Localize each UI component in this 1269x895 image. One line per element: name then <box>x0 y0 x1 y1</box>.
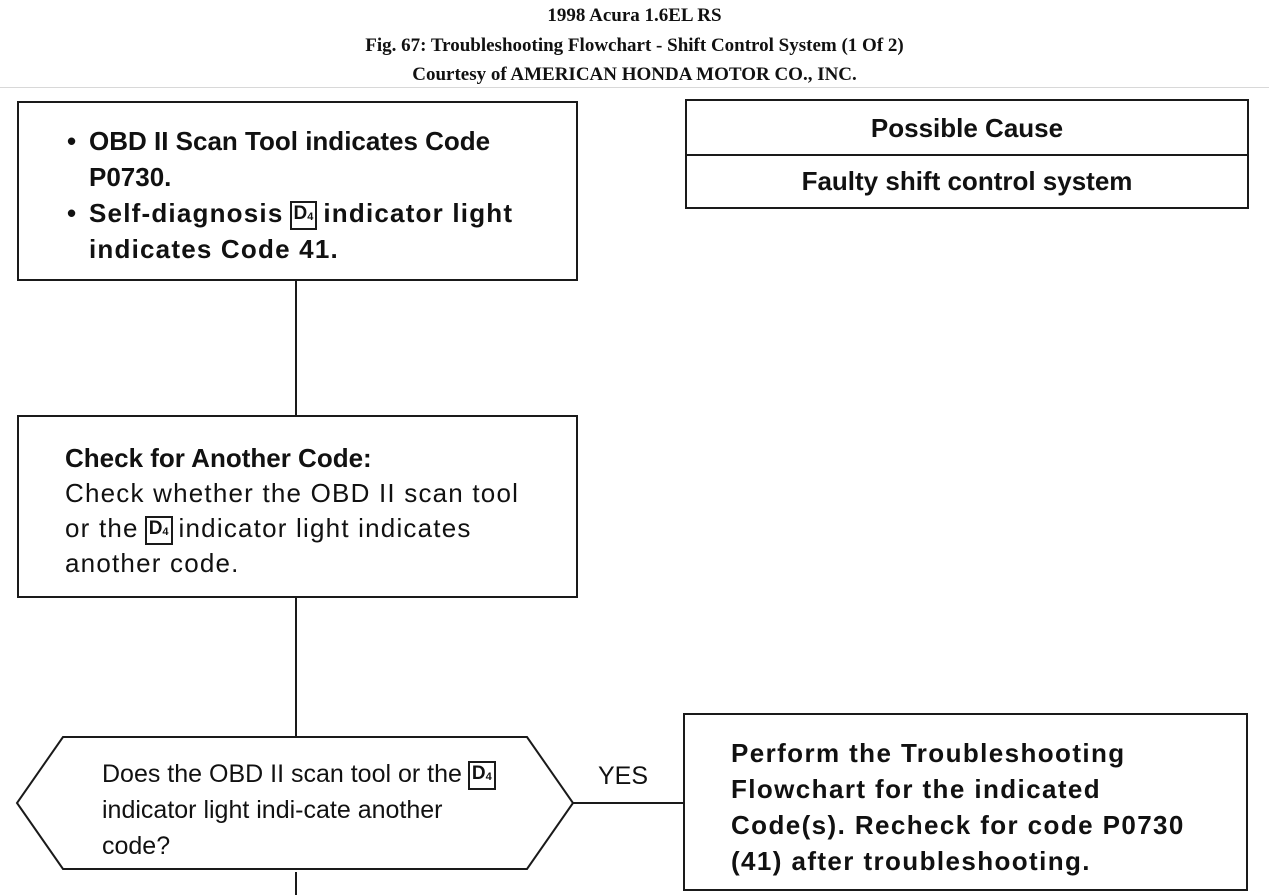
connector-check-to-decision <box>295 596 297 738</box>
condition-scan-tool-code: OBD II Scan Tool indicates Code P0730. <box>65 123 558 195</box>
possible-cause-value: Faulty shift control system <box>801 166 1133 196</box>
condition-self-diagnosis-pre: Self-diagnosis <box>89 198 284 228</box>
d4-sub: 4 <box>162 526 169 538</box>
d4-letter: D <box>471 763 486 784</box>
d4-indicator-icon: D4 <box>467 761 496 790</box>
decision-hexagon-shape <box>15 736 575 870</box>
d4-letter: D <box>148 518 163 539</box>
figure-caption: 1998 Acura 1.6EL RS Fig. 67: Troubleshoo… <box>0 0 1269 88</box>
check-another-code-box: Check for Another Code: Check whether th… <box>17 415 578 598</box>
check-text-post: indicator light indicates another code. <box>65 513 472 578</box>
perform-troubleshooting-text: Perform the Troubleshooting Flowchart fo… <box>731 738 1185 876</box>
possible-cause-table: Possible Cause Faulty shift control syst… <box>685 99 1249 209</box>
check-another-code-text: Check whether the OBD II scan tool or th… <box>65 476 546 581</box>
check-another-code-title: Check for Another Code: <box>65 443 372 473</box>
decision-text-post: indicator light indi-cate another code? <box>102 796 443 860</box>
d4-sub: 4 <box>485 771 492 783</box>
d4-indicator-icon: D4 <box>144 516 173 545</box>
caption-vehicle: 1998 Acura 1.6EL RS <box>547 5 722 26</box>
condition-self-diagnosis-post: indicator light indicates Code 41. <box>89 198 514 264</box>
start-condition-list: OBD II Scan Tool indicates Code P0730. S… <box>65 123 558 267</box>
caption-figure-title: Fig. 67: Troubleshooting Flowchart - Shi… <box>365 34 904 56</box>
connector-decision-down <box>295 872 297 895</box>
connector-start-to-check <box>295 279 297 417</box>
caption-courtesy: Courtesy of AMERICAN HONDA MOTOR CO., IN… <box>412 64 857 85</box>
decision-text-pre: Does the OBD II scan tool or the <box>102 760 462 788</box>
possible-cause-header: Possible Cause <box>687 101 1247 156</box>
perform-troubleshooting-box: Perform the Troubleshooting Flowchart fo… <box>683 713 1248 891</box>
d4-letter: D <box>293 203 308 224</box>
start-condition-box: OBD II Scan Tool indicates Code P0730. S… <box>17 101 578 281</box>
d4-indicator-icon: D4 <box>289 201 318 230</box>
condition-scan-tool-text: OBD II Scan Tool indicates Code P0730. <box>89 126 491 192</box>
connector-yes-branch <box>573 802 685 804</box>
d4-sub: 4 <box>307 211 314 223</box>
yes-branch-label: YES <box>598 762 649 790</box>
check-text-pre: Check whether the OBD II scan tool or th… <box>65 478 520 543</box>
